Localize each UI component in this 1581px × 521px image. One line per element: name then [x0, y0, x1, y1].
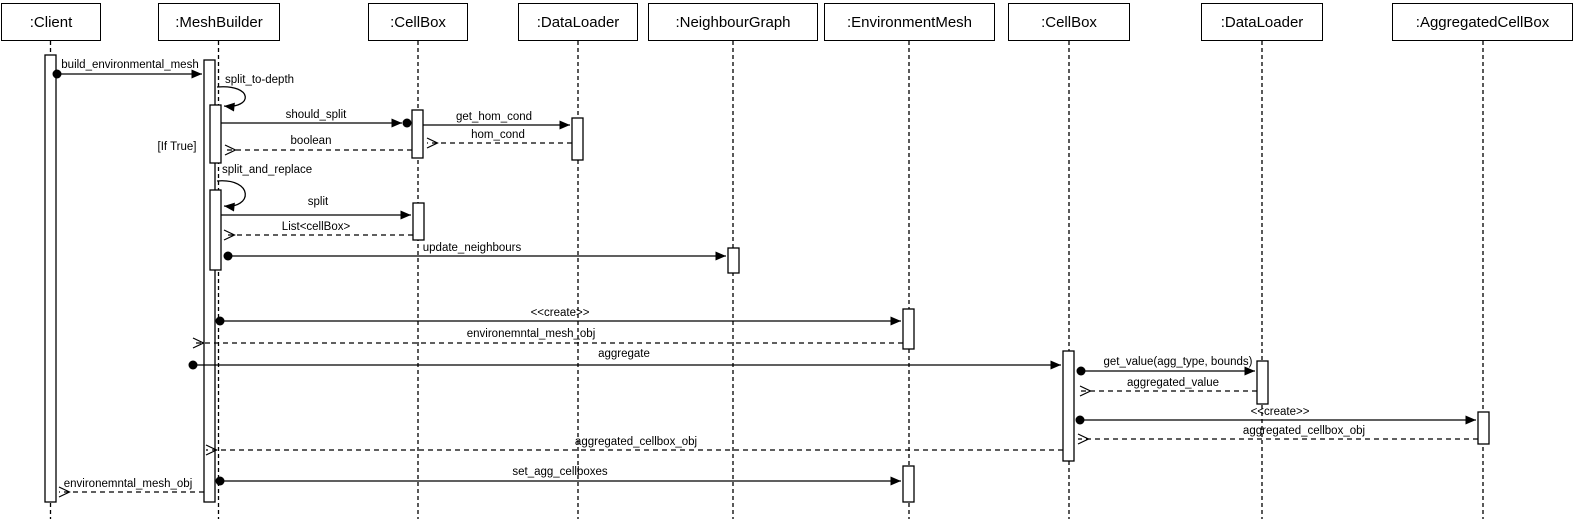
actor-cellbox[interactable]: :CellBox [368, 3, 468, 41]
actor-dataloader-2[interactable]: :DataLoader [1201, 3, 1323, 41]
activation-environmentmesh-setagg [902, 465, 915, 503]
message-label-aggregated-cellbox-obj-long: aggregated_cellbox_obj [574, 436, 698, 448]
message-label-list-cellbox: List<cellBox> [281, 221, 351, 233]
activation-bars [44, 54, 1490, 503]
message-label-create-environmentmesh: <<create>> [530, 307, 590, 319]
message-label-split-to-depth: split_to-depth [225, 74, 295, 86]
guard-label-if-true: [If True] [157, 141, 197, 153]
actor-aggregatedcellbox[interactable]: :AggregatedCellBox [1392, 3, 1573, 41]
found-dot-aggregate [188, 360, 198, 370]
activation-environmentmesh-create [902, 308, 915, 350]
activation-meshbuilder-outer [203, 59, 216, 503]
message-label-get-value: get_value(agg_type, bounds) [1103, 356, 1253, 368]
message-label-build-environmental-mesh: build_environmental_mesh [61, 59, 199, 71]
actor-environmentmesh[interactable]: :EnvironmentMesh [824, 3, 995, 41]
message-label-aggregated-value: aggregated_value [1126, 377, 1220, 389]
activation-cellbox-shouldsplit [411, 109, 424, 159]
found-dot-update-neighbours [223, 251, 233, 261]
message-arrows [52, 69, 1478, 498]
activation-aggregatedcellbox [1477, 411, 1490, 445]
lifelines [49, 41, 1484, 519]
activation-dataloader [571, 117, 584, 161]
found-dot-set-agg-cellboxes [215, 476, 225, 486]
message-label-should-split: should_split [285, 109, 347, 121]
actor-cellbox-2[interactable]: :CellBox [1008, 3, 1130, 41]
actor-client[interactable]: :Client [1, 3, 101, 41]
actor-meshbuilder[interactable]: :MeshBuilder [158, 3, 280, 41]
activation-meshbuilder-nest2 [209, 189, 222, 271]
activation-cellbox-2 [1062, 350, 1075, 462]
arrow-split-and-replace [216, 180, 246, 212]
activation-cellbox-split [412, 202, 425, 241]
found-dot-should-split [402, 118, 412, 128]
message-label-set-agg-cellboxes: set_agg_cellboxes [512, 466, 608, 478]
message-label-aggregate: aggregate [598, 348, 650, 360]
message-label-aggregated-cellbox-obj-right: aggregated_cellbox_obj [1242, 425, 1366, 437]
message-label-update-neighbours: update_neighbours [422, 242, 522, 254]
activation-client [44, 54, 57, 503]
arrow-split-to-depth [216, 86, 246, 112]
found-dot-create-aggregatedcellbox [1075, 415, 1085, 425]
message-label-environmental-mesh-obj-client: environemntal_mesh_obj [63, 478, 193, 490]
message-label-split: split [307, 196, 329, 208]
message-label-create-aggregatedcellbox: <<create>> [1250, 406, 1310, 418]
actor-dataloader[interactable]: :DataLoader [518, 3, 638, 41]
actor-neighbourgraph[interactable]: :NeighbourGraph [648, 3, 818, 41]
message-label-hom-cond: hom_cond [471, 129, 525, 141]
found-dot-get-value [1076, 366, 1086, 376]
found-dot-create-environmentmesh [215, 316, 225, 326]
activation-dataloader-2 [1256, 360, 1269, 405]
activation-neighbourgraph [727, 247, 740, 274]
message-label-split-and-replace: split_and_replace [222, 164, 313, 176]
message-label-boolean: boolean [290, 135, 332, 147]
activation-meshbuilder-nest1 [209, 104, 222, 164]
message-label-environmental-mesh-obj: environemntal_mesh_obj [466, 328, 596, 340]
found-dot-build-environmental-mesh [52, 69, 62, 79]
message-label-get-hom-cond: get_hom_cond [455, 111, 533, 123]
